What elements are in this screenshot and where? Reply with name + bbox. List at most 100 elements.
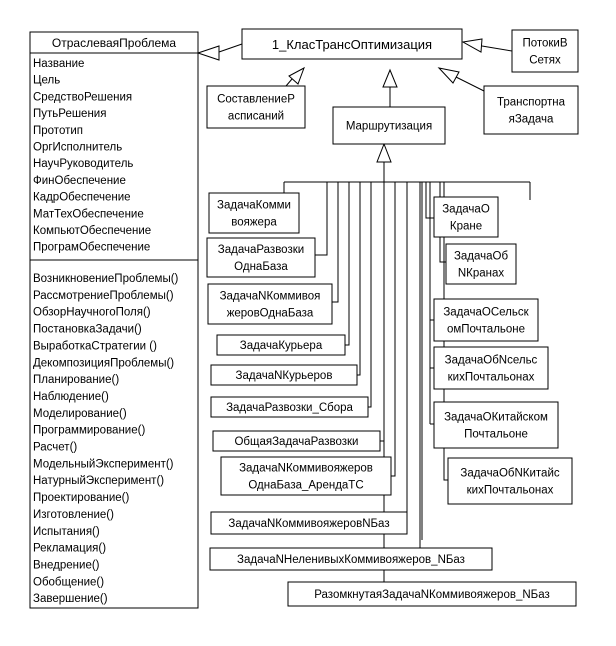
problem-attribute-9: МатТехОбеспечение <box>33 208 144 220</box>
class-razvozki-sbora: ЗадачаРазвозки_Сбора <box>210 396 369 418</box>
edge-ob-n-kitayskih <box>443 182 448 481</box>
problem-method-7: Наблюдение() <box>33 391 109 403</box>
n-nelenivyh-box <box>209 547 493 571</box>
class-ob-n-selskih: ЗадачаОбNсельс кихПочтальонах <box>433 346 549 390</box>
class-ob-n-kitayskih: ЗадачаОбNКитайс кихПочтальонах <box>447 457 573 505</box>
problem-method-1: РассмотрениеПроблемы() <box>33 290 174 302</box>
problem-method-11: МодельныйЭксперимент() <box>33 458 174 470</box>
sostavlenie-box <box>206 85 306 129</box>
n-kommivoyazh-odna-box <box>207 283 333 325</box>
ob-n-selskih-box <box>433 346 549 390</box>
ob-n-kranah-label-1: NКранах <box>458 268 505 280</box>
edge-n-komm-arenda <box>391 182 396 477</box>
o-selskom-label-0: ЗадачаОСельск <box>443 307 529 319</box>
problem-method-14: Изготовление() <box>33 509 114 521</box>
problem-method-16: Рекламация() <box>33 543 106 555</box>
problem-method-19: Завершение() <box>33 593 108 605</box>
marshrut-box <box>332 106 446 145</box>
o-kitayskom-label-0: ЗадачаОКитайском <box>444 412 548 424</box>
class-marshrut: Маршрутизация <box>332 106 446 145</box>
n-komm-arenda-box <box>220 456 392 496</box>
class-transport: Транспортна яЗадача <box>483 85 579 135</box>
n-komm-arenda-label-1: ОднаБаза_АрендаТС <box>248 480 363 492</box>
problem-method-5: ДекомпозицияПроблемы() <box>33 357 174 369</box>
n-komm-arenda-label-0: ЗадачаNКоммивояжеров <box>239 463 373 475</box>
problem-method-9: Программирование() <box>33 425 145 437</box>
problem-method-0: ВозникновениеПроблемы() <box>33 273 179 285</box>
ob-n-kitayskih-box <box>447 457 573 505</box>
ob-n-kitayskih-label-1: кихПочтальонах <box>467 485 554 497</box>
problem-attribute-5: ОргИсполнитель <box>33 142 122 154</box>
problem-name: ОтраслеваяПроблема <box>52 36 176 50</box>
razvozki-sbora-label-0: ЗадачаРазвозки_Сбора <box>226 402 353 414</box>
problem-method-10: Расчет() <box>33 442 77 454</box>
edge-potoki-root <box>481 45 513 52</box>
class-obshaya-razvozki: ОбщаяЗадачаРазвозки <box>212 430 381 452</box>
problem-attribute-10: КомпьютОбеспечение <box>33 225 151 237</box>
class-root: 1_КласТрансОптимизация <box>241 28 463 60</box>
o-kitayskom-box <box>433 401 559 449</box>
o-krane-label-0: ЗадачаО <box>442 204 490 216</box>
problem-method-2: ОбзорНаучногоПоля() <box>33 307 151 319</box>
ob-n-kitayskih-label-0: ЗадачаОбNКитайс <box>460 468 559 480</box>
edge-transport-root <box>455 76 485 92</box>
problem-method-18: Обобщение() <box>33 576 104 588</box>
potoki-box <box>511 29 579 73</box>
edge-razvozki-odna <box>315 182 328 256</box>
edge-o-selskom <box>429 182 434 321</box>
edge-root-problem-head <box>196 45 220 61</box>
kommivoyazher-box <box>208 192 300 234</box>
edge-transport-root-head <box>437 67 460 84</box>
ob-n-selskih-label-0: ЗадачаОбNсельс <box>445 355 538 367</box>
o-kitayskom-label-1: Почтальоне <box>464 429 528 441</box>
class-razomknutaya: РазомкнутаяЗадачаNКоммивояжеров_NБаз <box>287 581 577 607</box>
n-kommivoyazh-odna-label-1: жеровОднаБаза <box>227 308 314 320</box>
sostavlenie-label-0: СоставлениеР <box>217 94 295 106</box>
ob-n-kranah-label-0: ЗадачаОб <box>454 251 509 263</box>
routing-task-classes: ЗадачаКоммивояжераЗадачаРазвозкиОднаБаза… <box>206 192 577 607</box>
problem-attribute-11: ПрограмОбеспечение <box>33 242 150 254</box>
edge-n-kurerov <box>357 182 361 376</box>
edge-sostavlenie-root <box>285 78 293 87</box>
problem-attribute-8: КадрОбеспечение <box>33 192 131 204</box>
problem-attribute-2: СредствоРешения <box>33 91 132 103</box>
problem-box <box>29 31 199 609</box>
problem-attribute-1: Цель <box>33 75 60 87</box>
razvozki-odna-box <box>206 237 316 278</box>
problem-method-6: Планирование() <box>33 374 119 386</box>
edge-marshrut-root-head <box>382 68 398 88</box>
edge-n-kommivoyazh-odna <box>332 182 339 303</box>
edge-o-krane <box>425 182 434 219</box>
kommivoyazher-label-1: вояжера <box>231 217 277 229</box>
problem-method-8: Моделирование() <box>33 408 127 420</box>
edge-potoki-root-head <box>461 38 483 53</box>
n-kommivoyazh-odna-label-0: ЗадачаNКоммивоя <box>220 291 321 303</box>
problem-attribute-3: ПутьРешения <box>33 108 106 120</box>
n-kurerov-box <box>210 364 358 386</box>
obshaya-razvozki-box <box>212 430 381 452</box>
marshrut-label-0: Маршрутизация <box>346 121 432 133</box>
edge-razvozki-sbora <box>368 182 372 408</box>
transport-label-1: яЗадача <box>509 114 554 126</box>
n-komm-nbaz-label-0: ЗадачаNКоммивояжеровNБаз <box>228 518 389 530</box>
problem-attribute-4: Прототип <box>33 125 83 137</box>
transport-label-0: Транспортна <box>497 97 566 109</box>
problem-method-15: Испытания() <box>33 526 100 538</box>
class-o-krane: ЗадачаО Кране <box>433 196 499 238</box>
o-krane-label-1: Кране <box>450 221 482 233</box>
edge-kurera <box>345 182 350 346</box>
o-krane-box <box>433 196 499 238</box>
level1-classes: ПотокиВСетяхСоставлениеРасписанийМаршрут… <box>206 29 579 145</box>
inheritance-edges <box>196 38 531 587</box>
ob-n-selskih-label-1: кихПочтальонах <box>448 372 535 384</box>
edge-root-problem <box>218 43 243 53</box>
razvozki-odna-label-1: ОднаБаза <box>234 261 288 273</box>
